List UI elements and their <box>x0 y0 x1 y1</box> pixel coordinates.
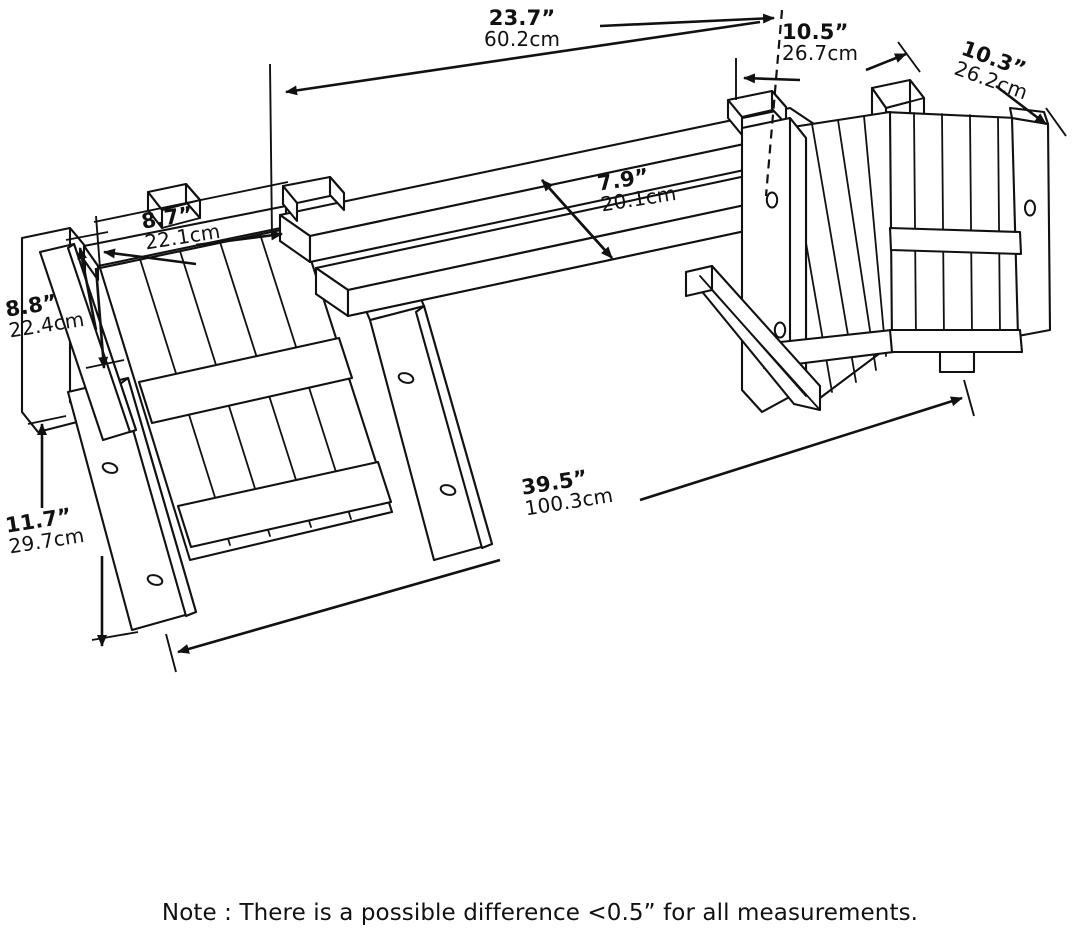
dimension-seat-length <box>269 20 761 237</box>
dimension-seat-width <box>541 179 613 259</box>
right-planter-box <box>684 78 1052 414</box>
dimension-planter-depth-top <box>599 9 801 197</box>
dimension-planter-inner-height <box>65 231 125 369</box>
dimension-overall-height <box>27 415 139 647</box>
measurement-note: Note : There is a possible difference <0… <box>161 900 919 926</box>
dimension-overall-length <box>165 379 975 673</box>
dimension-planter-width-left <box>93 181 289 269</box>
dimension-planter-width-right <box>865 41 1067 137</box>
